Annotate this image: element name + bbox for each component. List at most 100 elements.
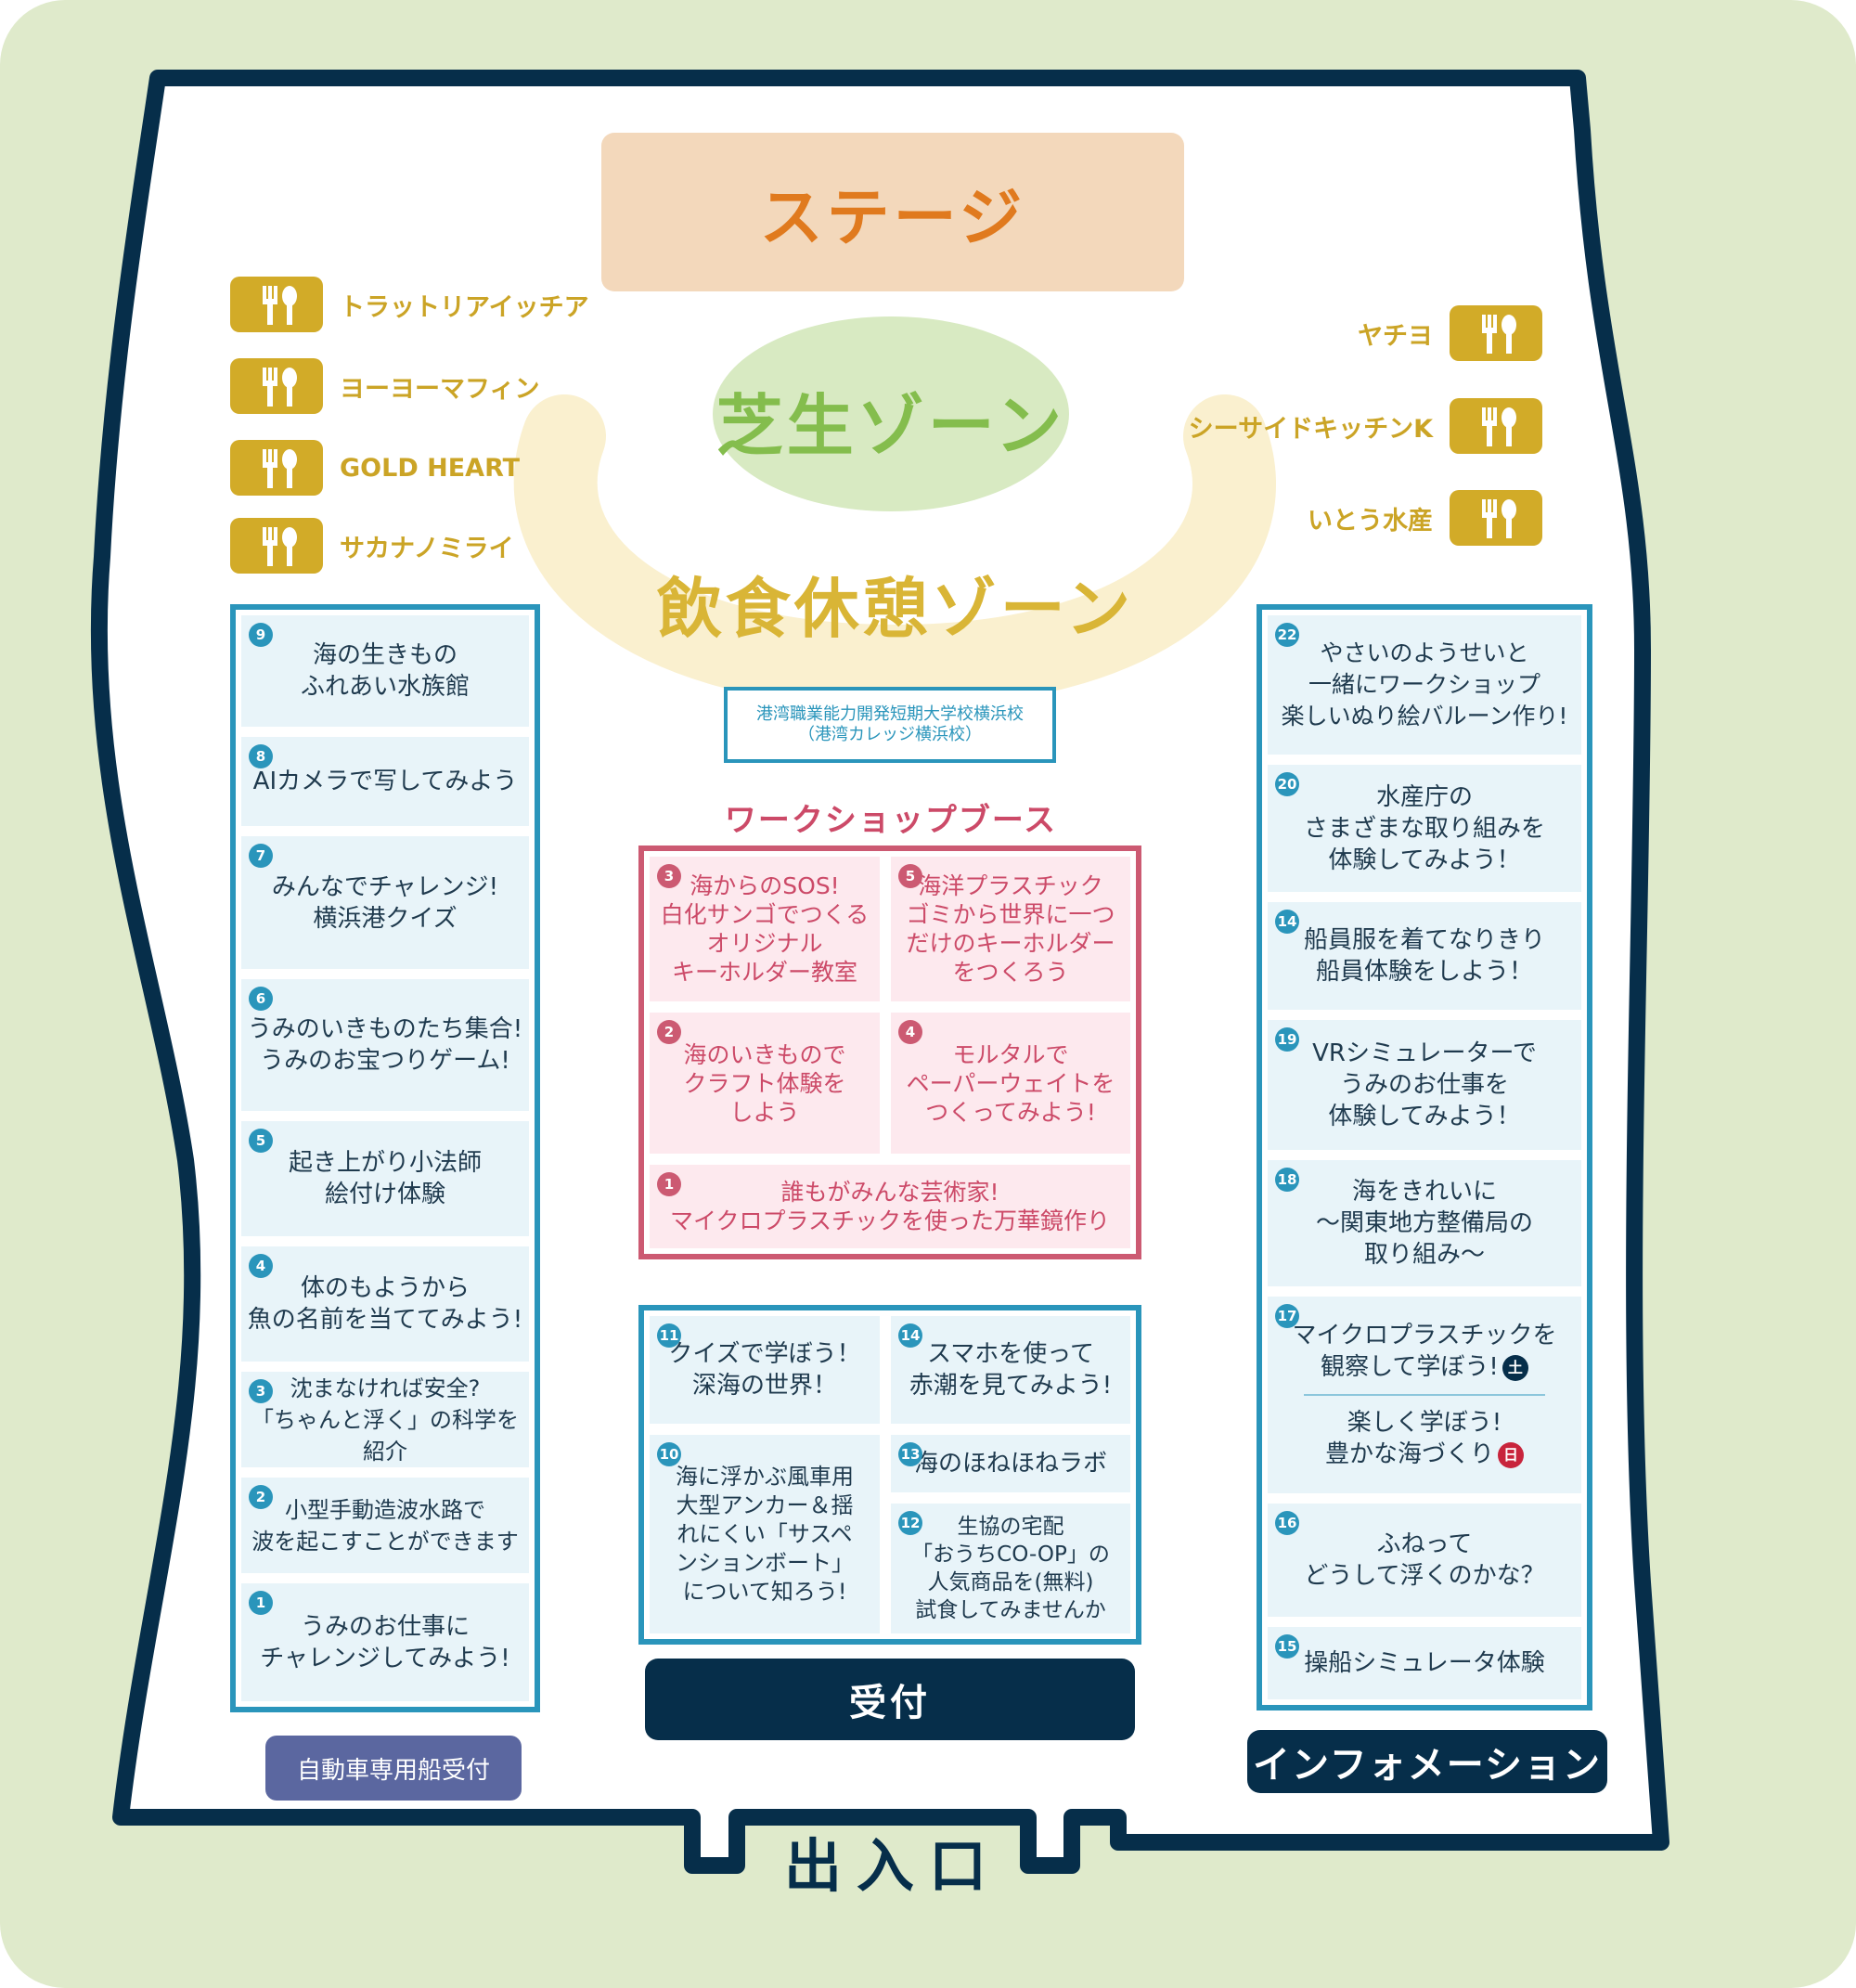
booth-title-sunday: 楽しく学ぼう! 豊かな海づくり bbox=[1324, 1409, 1502, 1468]
saturday-badge: 土 bbox=[1502, 1354, 1528, 1381]
booth-number: 20 bbox=[1275, 772, 1299, 796]
restaurant-name: サカナノミライ bbox=[340, 534, 514, 563]
booth-number: 17 bbox=[1275, 1304, 1299, 1328]
booth-number: 14 bbox=[1275, 910, 1299, 934]
booth-number: 3 bbox=[657, 864, 681, 888]
booth-number: 9 bbox=[249, 623, 273, 647]
booth-title: 海からのSOS! 白化サンゴでつくる オリジナル キーホルダー教室 bbox=[660, 872, 870, 986]
fork-spoon-icon bbox=[230, 518, 323, 574]
workshop-title: ワークショップブース bbox=[724, 802, 1058, 839]
restaurant-name: トラットリアイッチア bbox=[340, 292, 589, 322]
restaurant-right-2[interactable]: シーサイドキッチンK bbox=[1189, 398, 1542, 454]
stage-label: ステージ bbox=[759, 182, 1026, 255]
booth-title-saturday: マイクロプラスチックを 観察して学ぼう! bbox=[1292, 1322, 1557, 1381]
booth-number: 14 bbox=[898, 1323, 922, 1348]
booth-title: モルタルで ペーパーウェイトを つくってみよう! bbox=[906, 1040, 1115, 1126]
booth-title: クイズで学ぼう！ 深海の世界！ bbox=[668, 1340, 861, 1400]
restaurant-name: いとう水産 bbox=[1308, 506, 1433, 536]
booth-title: 操船シミュレータ体験 bbox=[1304, 1649, 1545, 1677]
booth-title: 体のもようから 魚の名前を当ててみよう! bbox=[247, 1274, 523, 1334]
booth-title: 誰もがみんな芸術家! マイクロプラスチックを使った万華鏡作り bbox=[669, 1179, 1110, 1234]
booth-number: 1 bbox=[249, 1591, 273, 1615]
booth-number: 8 bbox=[249, 744, 273, 768]
booth-title: 生協の宅配 「おうちCO-OP」の 人気商品を(無料) 試食してみませんか bbox=[911, 1515, 1110, 1622]
restaurant-right-3[interactable]: いとう水産 bbox=[1308, 490, 1542, 546]
entrance-label: 出入口 bbox=[783, 1832, 1001, 1900]
booth-title: 起き上がり小法師 絵付け体験 bbox=[288, 1149, 482, 1208]
booth-number: 5 bbox=[898, 864, 922, 888]
restaurant-right-1[interactable]: ヤチヨ bbox=[1358, 305, 1542, 361]
booth-title: うみのお仕事に チャレンジしてみよう! bbox=[260, 1612, 510, 1672]
college-booth[interactable]: 港湾職業能力開発短期大学校横浜校 （港湾カレッジ横浜校） bbox=[724, 687, 1056, 763]
booth-title: 小型手動造波水路で 波を起こすことができます bbox=[251, 1496, 519, 1555]
restaurant-name: ヤチヨ bbox=[1358, 321, 1433, 351]
booth-title: 水産庁の さまざまな取り組みを 体験してみよう！ bbox=[1303, 782, 1545, 874]
information-label[interactable]: インフォメーション bbox=[1247, 1730, 1607, 1793]
booth-number: 13 bbox=[898, 1442, 922, 1466]
fork-spoon-icon bbox=[1450, 305, 1542, 361]
booth-title: スマホを使って 赤潮を見てみよう! bbox=[909, 1340, 1113, 1400]
booth-divider bbox=[1304, 1394, 1545, 1396]
booth-number: 3 bbox=[249, 1379, 273, 1403]
booth-title: 海のいきもので クラフト体験を しよう bbox=[683, 1040, 846, 1126]
booth-title: AIカメラで写してみよう bbox=[252, 768, 518, 795]
fork-spoon-icon bbox=[1450, 398, 1542, 454]
lawn-zone-label: 芝生ゾーン bbox=[715, 387, 1066, 465]
restaurant-left-1[interactable]: トラットリアイッチア bbox=[230, 277, 589, 332]
fork-spoon-icon bbox=[230, 277, 323, 332]
booth-number: 6 bbox=[249, 987, 273, 1011]
booth-number: 1 bbox=[657, 1172, 681, 1196]
right-booth-17[interactable]: 17 マイクロプラスチックを 観察して学ぼう!土 楽しく学ぼう! 豊かな海づくり… bbox=[1268, 1297, 1581, 1493]
fork-spoon-icon bbox=[230, 358, 323, 414]
booth-title: やさいのようせいと 一緒にワークショップ 楽しいぬり絵バルーン作り! bbox=[1281, 639, 1568, 729]
booth-number: 15 bbox=[1275, 1634, 1299, 1659]
car-ferry-reception[interactable]: 自動車専用船受付 bbox=[265, 1736, 522, 1801]
booth-number: 4 bbox=[898, 1020, 922, 1044]
restaurant-name: シーサイドキッチンK bbox=[1188, 414, 1433, 444]
restaurant-left-3[interactable]: GOLD HEART bbox=[230, 440, 520, 496]
booth-number: 4 bbox=[249, 1254, 273, 1278]
reception-label[interactable]: 受付 bbox=[645, 1659, 1135, 1740]
restaurant-left-4[interactable]: サカナノミライ bbox=[230, 518, 514, 574]
booth-title: ふねって どうして浮くのかな？ bbox=[1304, 1530, 1545, 1590]
sunday-badge: 日 bbox=[1498, 1441, 1524, 1468]
restaurant-name: GOLD HEART bbox=[340, 453, 521, 483]
booth-number: 5 bbox=[249, 1129, 273, 1153]
rest-zone-label: 飲食休憩ゾーン bbox=[656, 571, 1135, 647]
restaurant-left-2[interactable]: ヨーヨーマフィン bbox=[230, 358, 539, 414]
stage-area: ステージ bbox=[601, 133, 1184, 291]
booth-title: 海に浮かぶ風車用 大型アンカー＆揺 れにくい「サスペ ンションボート」 について… bbox=[676, 1463, 854, 1605]
booth-title: 海洋プラスチック ゴミから世界に一つ だけのキーホルダー をつくろう bbox=[906, 872, 1115, 986]
booth-title: 海をきれいに 〜関東地方整備局の 取り組み〜 bbox=[1315, 1178, 1533, 1269]
booth-number: 16 bbox=[1275, 1511, 1299, 1535]
booth-number: 12 bbox=[898, 1511, 922, 1535]
left-booth-5[interactable]: 5 起き上がり小法師 絵付け体験 bbox=[241, 1121, 529, 1236]
booth-title: VRシミュレーターで うみのお仕事を 体験してみよう！ bbox=[1312, 1039, 1537, 1130]
booth-title: 海のほねほねラボ bbox=[913, 1450, 1107, 1478]
